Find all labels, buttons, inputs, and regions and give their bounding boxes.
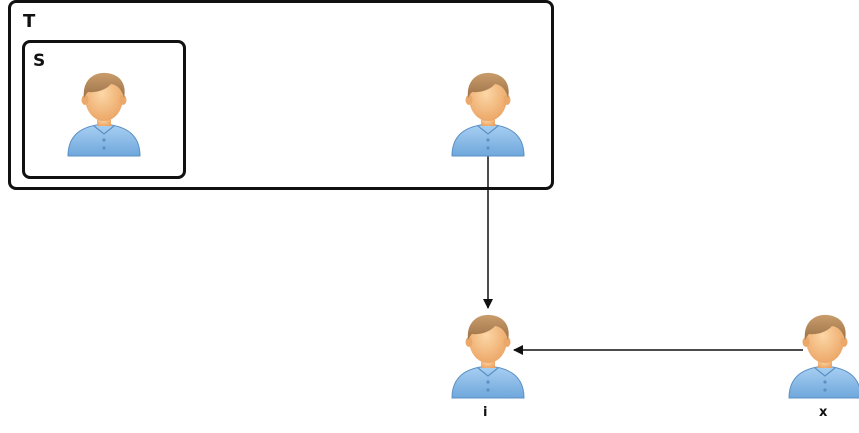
node-t-member bbox=[448, 68, 528, 158]
node-label-i: i bbox=[483, 405, 488, 420]
group-label-t: T bbox=[23, 11, 36, 32]
node-x bbox=[785, 310, 859, 400]
group-box-s: S bbox=[22, 40, 186, 179]
person-icon bbox=[788, 314, 859, 399]
person-icon bbox=[67, 72, 141, 157]
node-s-member bbox=[64, 68, 144, 158]
group-label-s: S bbox=[33, 51, 46, 71]
person-icon bbox=[451, 314, 525, 399]
group-box-t: T bbox=[8, 0, 554, 190]
person-icon bbox=[451, 72, 525, 157]
node-i bbox=[448, 310, 528, 400]
node-label-x: x bbox=[819, 405, 828, 420]
